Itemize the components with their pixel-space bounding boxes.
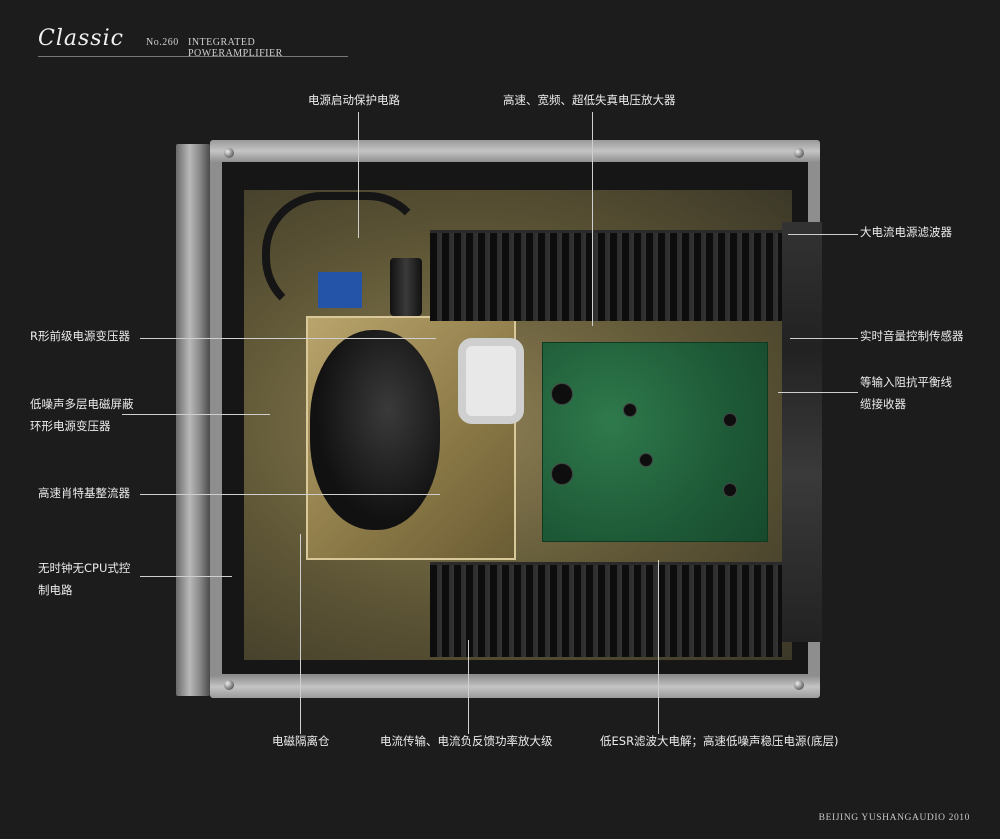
- capacitor-black: [390, 258, 422, 316]
- leader-line: [592, 112, 593, 326]
- label-r-core-transformer: R形前级电源变压器: [30, 329, 130, 343]
- leader-line: [468, 640, 469, 734]
- chassis: [210, 140, 822, 698]
- label-schottky-rectifier: 高速肖特基整流器: [38, 486, 130, 500]
- toroidal-transformer: [310, 330, 440, 530]
- footer-credit: BEIJING YUSHANGAUDIO 2010: [818, 813, 970, 823]
- product-subtitle: INTEGRATED POWERAMPLIFIER: [188, 37, 283, 59]
- heatsink-top: [430, 230, 786, 321]
- pcb-capacitor: [551, 463, 573, 485]
- label-high-current-filter: 大电流电源滤波器: [860, 225, 952, 239]
- leader-line: [300, 534, 301, 734]
- leader-line: [140, 576, 232, 577]
- label-toroidal-transformer-1: 低噪声多层电磁屏蔽: [30, 397, 134, 411]
- pcb-capacitor: [551, 383, 573, 405]
- label-balanced-input-2: 缆接收器: [860, 397, 906, 411]
- input-section: [782, 222, 822, 642]
- label-balanced-input-1: 等输入阻抗平衡线: [860, 375, 952, 389]
- front-panel-rail: [176, 144, 210, 696]
- label-power-amp-stage: 电流传输、电流负反馈功率放大级: [380, 734, 553, 748]
- leader-line: [778, 392, 858, 393]
- header-divider: [38, 56, 348, 57]
- label-cpu-control-2: 制电路: [38, 583, 73, 597]
- leader-line: [788, 234, 858, 235]
- label-voltage-amplifier: 高速、宽频、超低失真电压放大器: [503, 93, 676, 107]
- label-volume-sensor: 实时音量控制传感器: [860, 329, 964, 343]
- label-toroidal-transformer-2: 环形电源变压器: [30, 419, 111, 433]
- leader-line: [122, 414, 270, 415]
- pcb-capacitor: [639, 453, 653, 467]
- heatsink-bottom: [430, 562, 782, 657]
- amplifier-pcb: [542, 342, 768, 542]
- header: Classic No.260 INTEGRATED POWERAMPLIFIER: [38, 26, 348, 59]
- model-number: No.260: [146, 37, 179, 48]
- r-core-transformer: [458, 338, 524, 424]
- relay-component: [318, 272, 362, 308]
- pcb-capacitor: [723, 413, 737, 427]
- leader-line: [790, 338, 858, 339]
- leader-line: [658, 560, 659, 734]
- label-em-isolation-chamber: 电磁隔离仓: [272, 734, 330, 748]
- screw: [224, 680, 234, 690]
- leader-line: [358, 112, 359, 238]
- cable-loop: [262, 192, 428, 318]
- label-cpu-control-1: 无时钟无CPU式控: [38, 561, 131, 575]
- brand-logo: Classic: [38, 26, 124, 51]
- chassis-interior: [222, 162, 822, 674]
- leader-line: [140, 338, 436, 339]
- pcb-capacitor: [723, 483, 737, 497]
- screw: [794, 148, 804, 158]
- label-esr-filter-supply: 低ESR滤波大电解；高速低噪声稳压电源(底层): [600, 734, 839, 748]
- screw: [224, 148, 234, 158]
- pcb-capacitor: [623, 403, 637, 417]
- amplifier-interior-photo: [176, 140, 822, 698]
- screw: [794, 680, 804, 690]
- leader-line: [140, 494, 440, 495]
- label-power-startup-protection: 电源启动保护电路: [308, 93, 400, 107]
